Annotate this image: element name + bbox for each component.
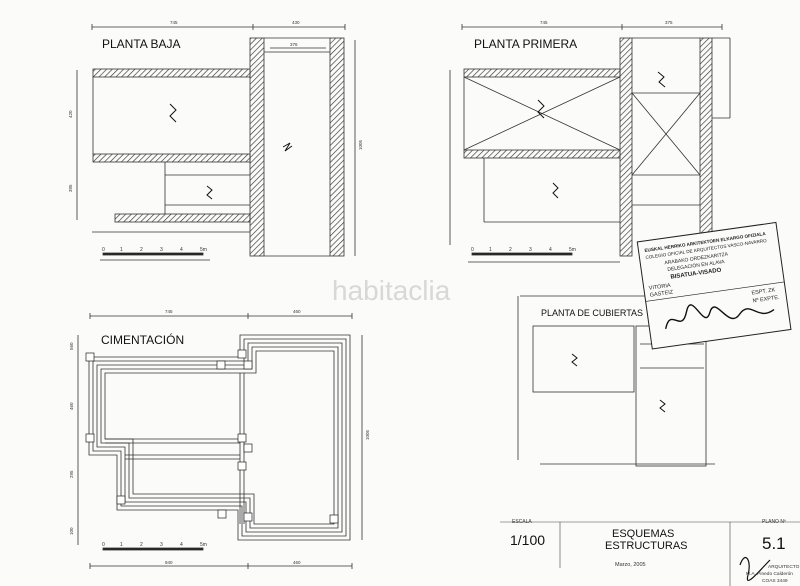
cim-dim-bottom-right: 460 (293, 560, 301, 565)
pb-dim-left1: 420 (68, 110, 73, 118)
cimentacion-title: CIMENTACIÓN (101, 332, 184, 347)
pp-scale-bar-labels: 0 1 2 3 4 5m (471, 247, 576, 253)
escala-value: 1/100 (510, 532, 545, 548)
pb-dim-top-left: 745 (170, 20, 178, 25)
scale-label: 5m (200, 247, 207, 253)
scale-label: 2 (509, 247, 512, 253)
plano-label: PLANO Nº (762, 519, 786, 525)
cim-dim-top-left: 745 (165, 309, 173, 314)
cim-dim-bottom-left: 940 (165, 560, 173, 565)
scale-label: 0 (102, 542, 105, 548)
scale-label: 3 (160, 542, 163, 548)
cim-dim-left3: 295 (69, 470, 74, 478)
scale-label: 5m (569, 247, 576, 253)
scale-label: 0 (102, 247, 105, 253)
pp-dim-top-right: 375 (665, 20, 673, 25)
plano-value: 5.1 (762, 534, 786, 553)
stamp-city2: GASTEIZ (649, 289, 674, 298)
planta-primera-title: PLANTA PRIMERA (474, 37, 577, 51)
watermark-text: habitaclia (332, 275, 451, 306)
scale-label: 5m (200, 542, 207, 548)
scale-label: 4 (180, 247, 183, 253)
visado-stamp: EUSKAL HERRIKO ARKITEKTOEN ELKARGO OFIZI… (636, 221, 792, 350)
pb-dim-right-total: 1005 (358, 139, 363, 150)
scale-label: 4 (180, 542, 183, 548)
scale-label: 3 (529, 247, 532, 253)
escala-label: ESCALA (512, 519, 532, 525)
cim-dim-top-right: 460 (293, 309, 301, 314)
cim-dim-right: 1005 (365, 429, 370, 440)
scale-label: 1 (489, 247, 492, 253)
scale-label: 4 (549, 247, 552, 253)
cim-dim-left2: 460 (69, 402, 74, 410)
scale-label: 1 (120, 247, 123, 253)
planta-primera-plan: PLANTA PRIMERA 745 375 (449, 20, 731, 263)
cim-scale-bar-labels: 0 1 2 3 4 5m (102, 542, 207, 548)
architect-coas: COAS 3449 (762, 578, 788, 584)
architect-name: M.A. Pinedo Calderón (746, 571, 793, 577)
title-line1: ESQUEMAS (612, 528, 674, 540)
stamp-nexpte: Nº EXPTE. (752, 294, 780, 305)
scale-label: 2 (140, 542, 143, 548)
stamp-city1: VITORIA (648, 283, 671, 292)
planta-cubiertas-title: PLANTA DE CUBIERTAS (541, 308, 643, 318)
pb-dim-inner: 376 (290, 42, 298, 47)
scale-label: 0 (471, 247, 474, 253)
pb-scale-bar-labels: 0 1 2 3 4 5m (102, 247, 207, 253)
planta-baja-title: PLANTA BAJA (102, 37, 180, 51)
scale-label: 3 (160, 247, 163, 253)
watermark: habitaclia (332, 275, 451, 306)
scale-label: 1 (120, 542, 123, 548)
pp-dim-top-left: 745 (540, 20, 548, 25)
scale-label: 2 (140, 247, 143, 253)
cim-dim-left4: 100 (69, 527, 74, 535)
pb-dim-top-right: 430 (292, 20, 300, 25)
title-line2: ESTRUCTURAS (605, 540, 688, 552)
architect-role: ARQUITECTO (768, 564, 800, 570)
pb-dim-left2: 395 (68, 184, 73, 192)
cimentacion-plan: CIMENTACIÓN 745 460 560 460 295 100 1005 (69, 309, 370, 569)
planta-baja-plan: PLANTA BAJA 745 430 376 420 395 1005 (68, 20, 363, 261)
stamp-espt: ESPT. ZK (751, 287, 776, 296)
cim-dim-left1: 560 (69, 342, 74, 350)
title-block: ESCALA 1/100 ESQUEMAS ESTRUCTURAS Marzo,… (500, 519, 800, 586)
date-text: Marzo, 2005 (615, 562, 646, 568)
